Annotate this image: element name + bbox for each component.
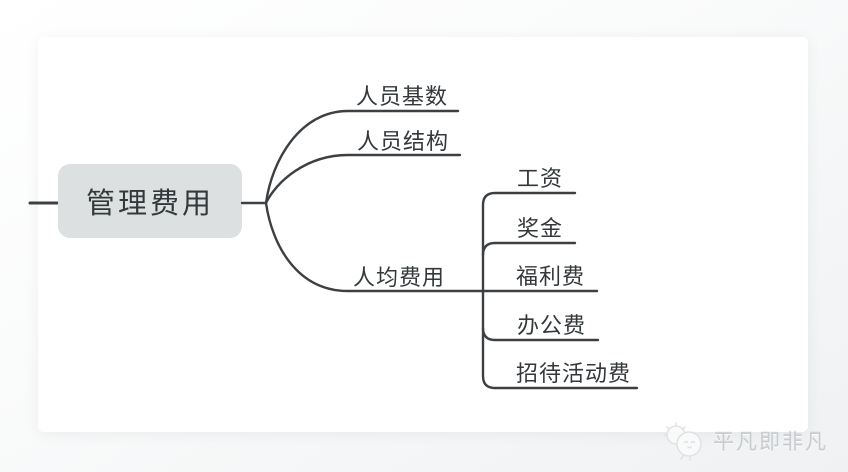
root-topic[interactable]: 管理费用	[58, 164, 242, 238]
watermark: 平凡即非凡	[659, 420, 828, 462]
topic-personnel-structure[interactable]: 人员结构	[357, 129, 449, 154]
root-topic-label[interactable]: 管理费用	[86, 187, 214, 220]
connector-branch-per-capita-cost	[264, 201, 485, 293]
connector-child-salary	[481, 191, 577, 293]
topic-office-expense[interactable]: 办公费	[517, 313, 586, 338]
connector-child-entertainment	[481, 289, 639, 390]
connector-branch-personnel-base	[264, 109, 460, 205]
topic-bonus[interactable]: 奖金	[517, 216, 563, 241]
connector-child-bonus	[481, 241, 577, 257]
topic-salary[interactable]: 工资	[517, 166, 563, 191]
watermark-text: 平凡即非凡	[713, 431, 828, 454]
topic-personnel-base[interactable]: 人员基数	[356, 84, 448, 109]
connector-branch-personnel-structure	[264, 153, 462, 205]
chick-mascot-icon	[663, 422, 702, 461]
topic-entertainment[interactable]: 招待活动费	[516, 361, 631, 386]
topic-per-capita-cost[interactable]: 人均费用	[353, 265, 445, 290]
root-topic-box[interactable]	[58, 164, 242, 238]
topic-welfare[interactable]: 福利费	[516, 264, 585, 289]
